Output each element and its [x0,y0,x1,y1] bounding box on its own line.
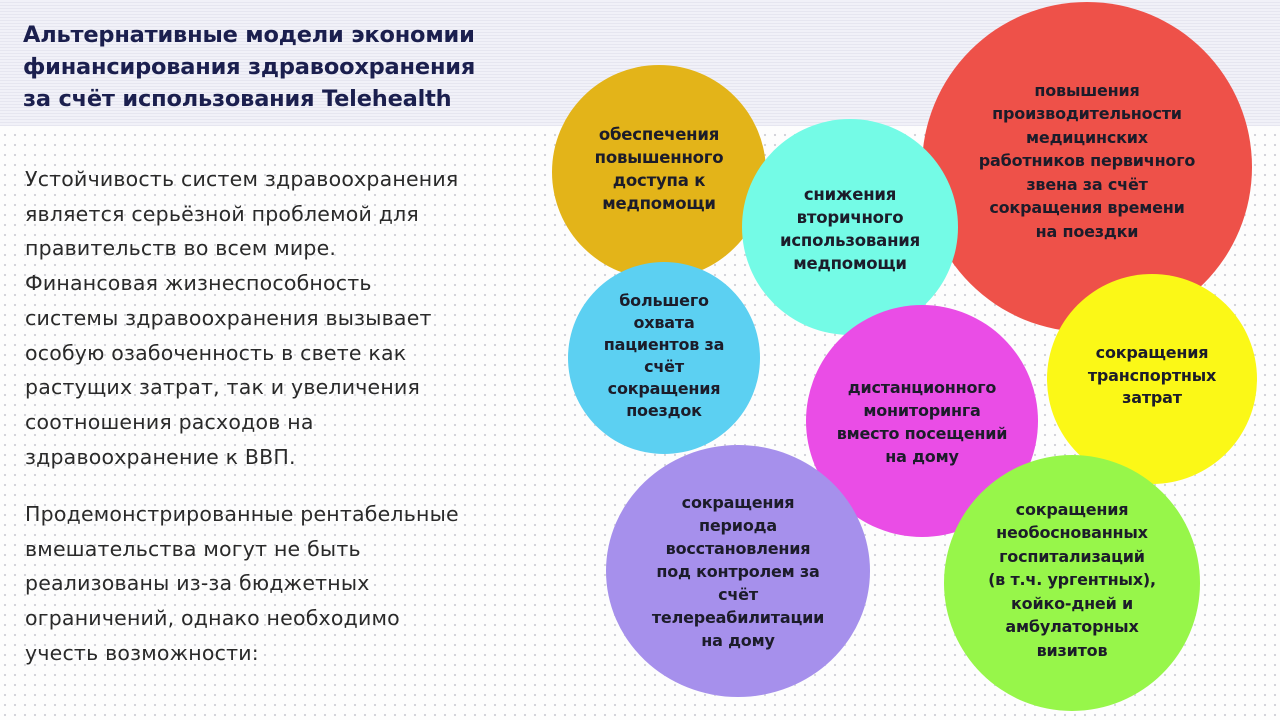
paragraph-line: системы здравоохранения вызывает [25,305,432,330]
paragraph-line: правительств во всем мире. [25,236,337,261]
circle-text-line: затрат [1122,388,1182,408]
circle-text-line: мониторинга [863,401,981,420]
circle-text-line: обеспечения [598,125,720,144]
paragraph-line: соотношения расходов на [25,409,314,434]
paragraph-line: учесть возможности: [25,640,259,665]
circle-text-line: (в т.ч. ургентных), [988,570,1156,590]
circle-text-line: медпомощи [793,254,907,273]
circle-productivity: повышения производительности медицинских… [922,2,1252,332]
circle-text-line: телереабилитации [651,607,825,627]
circle-coverage: большего охвата пациентов за счёт сокращ… [568,262,760,454]
circle-text-line: счёт [644,357,684,376]
circle-text-line: производительности [992,104,1182,124]
paragraph-line: является серьёзной проблемой для [25,201,419,226]
circle-text-line: койко-дней и [1011,593,1133,613]
circle-text-line: доступа к [612,171,706,190]
circle-text-line: амбулаторных [1005,617,1139,637]
circle-text-line: транспортных [1087,365,1217,385]
paragraph-line: реализованы из-за бюджетных [25,571,370,596]
paragraph-line: здравоохранение к ВВП. [25,444,296,469]
circle-text-line: повышения [1034,80,1140,100]
circle-text-line: счёт [718,584,758,604]
circle-text-line: сокращения времени [989,198,1185,218]
circle-text-line: снижения [803,185,897,204]
paragraph-line: особую озабоченность в свете как [25,340,407,365]
circle-text-line: госпитализаций [999,546,1145,566]
circle-text-line: вторичного [796,208,904,227]
circle-secondary-use: снижения вторичного использования медпом… [742,119,958,335]
conclusion-paragraph: Продемонстрированные рентабельные вмешат… [25,497,545,671]
circle-text-line: восстановления [665,538,811,558]
circle-text-line: медицинских [1026,127,1148,147]
circle-text-line: необоснованных [996,523,1148,543]
title-line: финансирования здравоохранения [23,54,476,80]
paragraph-line: Продемонстрированные рентабельные [25,502,459,526]
circle-text-line: под контролем за [656,561,820,581]
paragraph-line: вмешательства могут не быть [25,536,361,561]
circle-text-line: охвата [633,313,695,332]
circle-access: обеспечения повышенного доступа к медпом… [552,65,766,279]
circle-text-line: сокращения [1015,499,1129,519]
circle-text-line: сокращения [1095,343,1209,363]
paragraph-line: Устойчивость систем здравоохранения [25,167,459,191]
circle-text-line: сокращения [681,492,795,512]
circle-text-line: пациентов за [603,335,725,354]
circle-text-line: поездок [626,401,702,420]
paragraph-line: растущих затрат, так и увеличения [25,375,421,400]
circle-text-line: на дому [701,630,775,650]
title-line: Альтернативные модели экономии [23,22,475,48]
circle-text-line: работников первичного [978,151,1196,171]
paragraph-line: Финансовая жизнеспособность [25,271,372,296]
circle-hospitalizations: сокращения необоснованных госпитализаций… [944,455,1200,711]
intro-paragraph: Устойчивость систем здравоохранения явля… [25,162,545,474]
title-line: за счёт использования Telehealth [23,86,452,112]
circle-text-line: визитов [1036,640,1108,660]
paragraph-line: ограничений, однако необходимо [25,606,400,631]
circle-recovery: сокращения периода восстановления под ко… [606,445,870,697]
circle-text-line: звена за счёт [1026,174,1148,194]
circle-text-line: на дому [885,447,959,466]
circle-text-line: использования [779,231,921,250]
slide-title: Альтернативные модели экономии финансиро… [23,19,543,115]
circle-text-line: большего [619,291,709,310]
circle-text-line: периода [699,515,777,535]
circle-text-line: вместо посещений [836,424,1008,443]
circle-text-line: повышенного [594,148,724,167]
circle-text-line: медпомощи [602,194,716,213]
circle-text-line: дистанционного [847,378,997,397]
circle-text-line: сокращения [607,379,721,398]
circle-text-line: на поездки [1035,221,1139,241]
circle-transport-costs: сокращения транспортных затрат [1047,274,1257,484]
